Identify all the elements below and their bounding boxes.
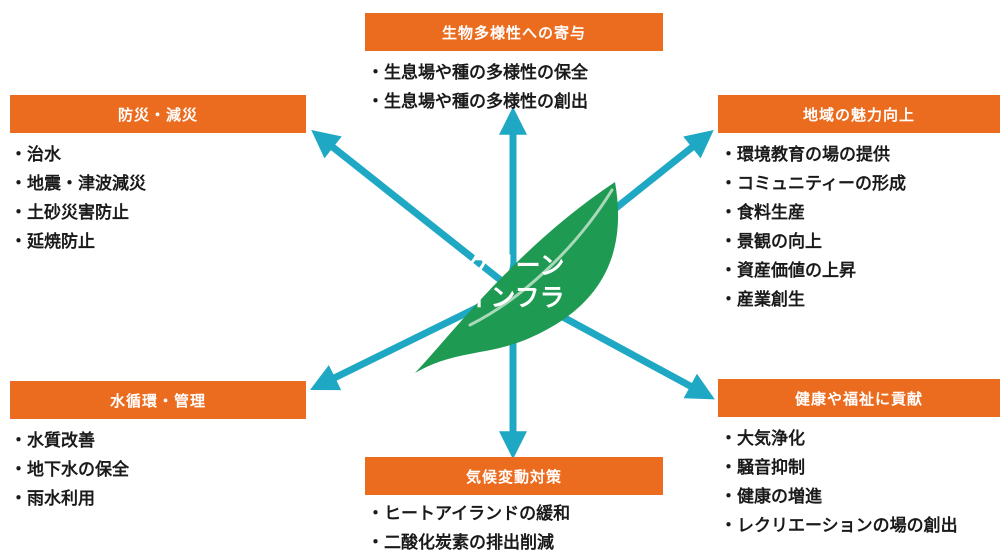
list-item: 騒音抑制 xyxy=(720,454,958,483)
box-disaster: 防災・減災 xyxy=(10,95,306,133)
list-biodiversity: 生息場や種の多様性の保全 生息場や種の多様性の創出 xyxy=(367,59,588,117)
list-item: 二酸化炭素の排出削減 xyxy=(367,529,570,558)
leaf-icon xyxy=(415,182,619,373)
list-water: 水質改善 地下水の保全 雨水利用 xyxy=(10,427,129,514)
list-disaster: 治水 地震・津波減災 土砂災害防止 延焼防止 xyxy=(10,141,146,257)
list-item: 生息場や種の多様性の創出 xyxy=(367,88,588,117)
list-regional: 環境教育の場の提供 コミュニティーの形成 食料生産 景観の向上 資産価値の上昇 … xyxy=(720,141,906,315)
box-regional: 地域の魅力向上 xyxy=(718,95,1000,133)
center-label-line1: グリーン xyxy=(466,251,565,280)
list-item: 水質改善 xyxy=(10,427,129,456)
list-item: 雨水利用 xyxy=(10,485,129,514)
list-item: 地下水の保全 xyxy=(10,456,129,485)
list-item: コミュニティーの形成 xyxy=(720,170,906,199)
list-item: レクリエーションの場の創出 xyxy=(720,512,958,541)
arrow-upper-left xyxy=(311,130,516,293)
list-item: 環境教育の場の提供 xyxy=(720,141,906,170)
list-item: 治水 xyxy=(10,141,146,170)
list-item: 資産価値の上昇 xyxy=(720,257,906,286)
box-climate: 気候変動対策 xyxy=(365,457,663,495)
list-item: 延焼防止 xyxy=(10,228,146,257)
center-label-line2: インフラ xyxy=(465,283,564,312)
box-water: 水循環・管理 xyxy=(10,381,306,419)
box-biodiversity: 生物多様性への寄与 xyxy=(365,13,663,51)
list-item: 生息場や種の多様性の保全 xyxy=(367,59,588,88)
list-item: 土砂災害防止 xyxy=(10,199,146,228)
list-item: 産業創生 xyxy=(720,286,906,315)
list-item: 景観の向上 xyxy=(720,228,906,257)
list-item: 地震・津波減災 xyxy=(10,170,146,199)
list-item: 大気浄化 xyxy=(720,425,958,454)
list-item: 食料生産 xyxy=(720,199,906,228)
list-climate: ヒートアイランドの緩和 二酸化炭素の排出削減 xyxy=(367,500,570,558)
box-health: 健康や福祉に貢献 xyxy=(718,379,1000,417)
list-item: 健康の増進 xyxy=(720,483,958,512)
list-health: 大気浄化 騒音抑制 健康の増進 レクリエーションの場の創出 xyxy=(720,425,958,541)
list-item: ヒートアイランドの緩和 xyxy=(367,500,570,529)
